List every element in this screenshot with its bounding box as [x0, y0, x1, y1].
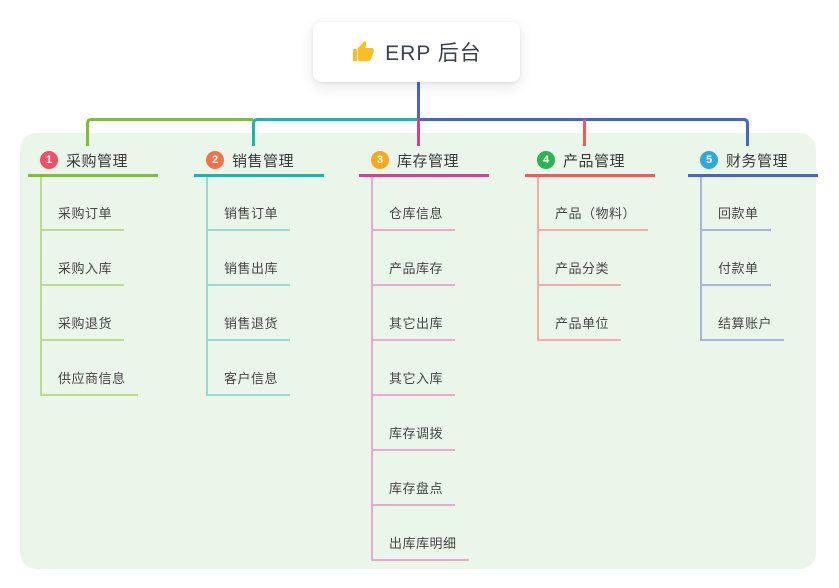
- leaf-node: 回款单: [700, 199, 771, 231]
- leaf-node: 其它出库: [371, 309, 456, 341]
- leaf-node: 产品库存: [371, 254, 456, 286]
- root-node: ERP 后台: [313, 22, 520, 82]
- leaf-node: 客户信息: [206, 364, 291, 396]
- branch-3-label: 3 库存管理: [359, 146, 489, 177]
- branch-number-badge: 4: [537, 151, 555, 169]
- branch-trunk-line: [700, 177, 702, 341]
- branch-label-text: 产品管理: [563, 152, 626, 170]
- branch-label-text: 采购管理: [66, 152, 129, 170]
- leaf-node: 库存盘点: [371, 474, 456, 506]
- branches-background-panel: [20, 133, 816, 569]
- branch-trunk-line: [537, 177, 539, 341]
- leaf-node: 供应商信息: [40, 364, 138, 396]
- leaf-node: 其它入库: [371, 364, 456, 396]
- branch-number-badge: 5: [700, 151, 718, 169]
- branch-number-badge: 3: [371, 151, 389, 169]
- branch-number-badge: 1: [40, 151, 58, 169]
- thumbs-up-icon: [353, 41, 374, 61]
- branch-1-label: 1 采购管理: [28, 146, 158, 177]
- root-title: ERP 后台: [385, 42, 482, 65]
- branch-label-text: 销售管理: [232, 152, 295, 170]
- branch-trunk-line: [40, 177, 42, 396]
- leaf-node: 出库库明细: [371, 529, 469, 561]
- branch-label-text: 库存管理: [397, 152, 460, 170]
- branch-number-badge: 2: [206, 151, 224, 169]
- branch-5-label: 5 财务管理: [688, 146, 818, 177]
- leaf-node: 采购订单: [40, 199, 125, 231]
- leaf-node: 产品单位: [537, 309, 622, 341]
- branch-trunk-line: [371, 177, 373, 561]
- leaf-node: 产品（物料）: [537, 199, 649, 231]
- leaf-node: 销售出库: [206, 254, 291, 286]
- branch-2-label: 2 销售管理: [194, 146, 324, 177]
- leaf-node: 销售订单: [206, 199, 291, 231]
- leaf-node: 仓库信息: [371, 199, 456, 231]
- branch-trunk-line: [206, 177, 208, 396]
- leaf-node: 采购退货: [40, 309, 125, 341]
- leaf-node: 库存调拨: [371, 419, 456, 451]
- leaf-node: 结算账户: [700, 309, 785, 341]
- branch-label-text: 财务管理: [726, 152, 789, 170]
- leaf-node: 销售退货: [206, 309, 291, 341]
- leaf-node: 产品分类: [537, 254, 622, 286]
- leaf-node: 采购入库: [40, 254, 125, 286]
- branch-4-label: 4 产品管理: [525, 146, 655, 177]
- leaf-node: 付款单: [700, 254, 771, 286]
